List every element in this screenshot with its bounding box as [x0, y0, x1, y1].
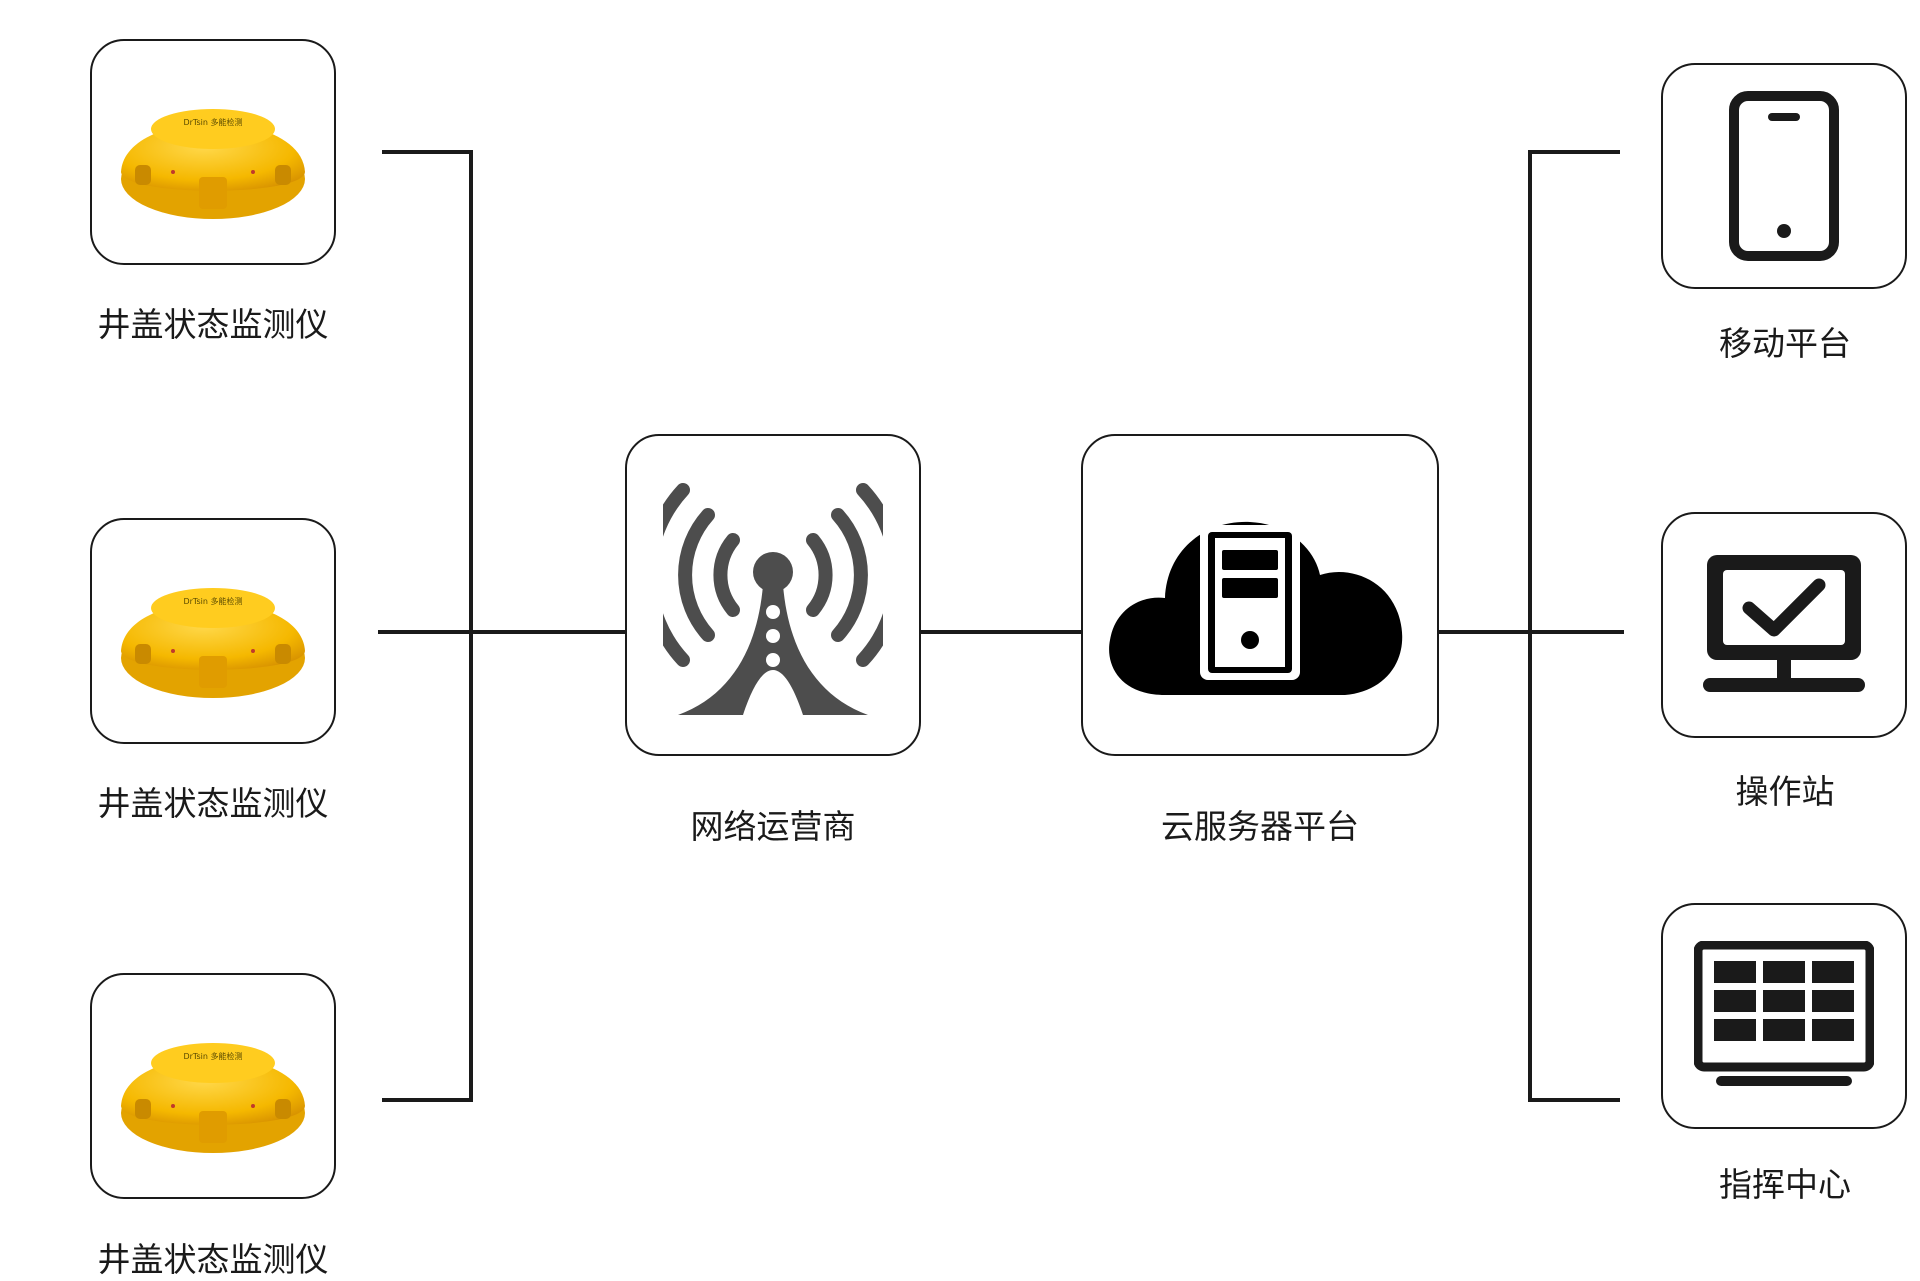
terminal-node-mobile: [1661, 63, 1907, 289]
terminal-label-mobile: 移动平台: [1719, 324, 1851, 363]
terminal-label-station: 操作站: [1735, 772, 1835, 811]
manhole-sensor-icon: DrTsin 多能检测: [121, 109, 305, 219]
cloud-server-icon: [1109, 521, 1403, 695]
cloud-node: [1081, 434, 1439, 756]
manhole-sensor-icon: DrTsin 多能检测: [121, 588, 305, 698]
device-label-3: 井盖状态监测仪: [97, 1240, 329, 1279]
manhole-sensor-icon: DrTsin 多能检测: [121, 1043, 305, 1153]
device-brand-text: DrTsin 多能检测: [183, 1051, 242, 1061]
device-node-2: DrTsin 多能检测: [90, 518, 336, 744]
terminal-label-command: 指挥中心: [1719, 1165, 1851, 1204]
video-wall-icon: [1694, 941, 1874, 1086]
device-node-1: DrTsin 多能检测: [90, 39, 336, 265]
device-label-2: 井盖状态监测仪: [97, 784, 329, 823]
terminal-node-command: [1661, 903, 1907, 1129]
device-node-3: DrTsin 多能检测: [90, 973, 336, 1199]
cell-tower-icon: [663, 483, 883, 715]
network-node: [625, 434, 921, 756]
cloud-label: 云服务器平台: [1161, 807, 1359, 846]
device-label-1: 井盖状态监测仪: [97, 305, 329, 344]
device-brand-text: DrTsin 多能检测: [183, 596, 242, 606]
device-brand-text: DrTsin 多能检测: [183, 117, 242, 127]
terminal-node-station: [1661, 512, 1907, 738]
monitor-check-icon: [1703, 555, 1865, 692]
mobile-phone-icon: [1729, 91, 1839, 261]
network-label: 网络运营商: [690, 807, 856, 846]
